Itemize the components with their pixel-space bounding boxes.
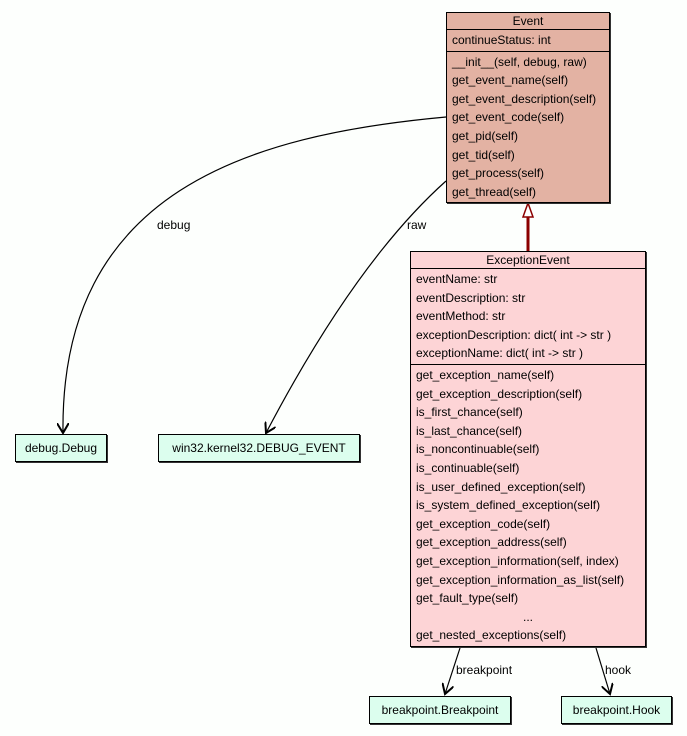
attribute-row: eventDescription: str bbox=[416, 290, 526, 305]
class-debug-event[interactable]: win32.kernel32.DEBUG_EVENT bbox=[158, 434, 360, 462]
method-row: is_noncontinuable(self) bbox=[416, 442, 540, 457]
class-event-attributes: continueStatus: int bbox=[447, 30, 609, 52]
method-row: __init__(self, debug, raw) bbox=[452, 54, 587, 69]
class-exception-event-methods: get_exception_name(self) get_exception_de… bbox=[411, 365, 645, 646]
method-row: get_exception_information(self, index) bbox=[416, 553, 619, 568]
method-row: get_exception_name(self) bbox=[416, 367, 555, 382]
method-row: get_event_code(self) bbox=[452, 110, 565, 125]
method-row: get_process(self) bbox=[452, 166, 545, 181]
attribute-row: exceptionDescription: dict( int -> str ) bbox=[416, 327, 612, 342]
edge-breakpoint bbox=[445, 647, 461, 694]
class-exception-event[interactable]: ExceptionEvent eventName: str eventDescri… bbox=[410, 251, 646, 647]
edge-hook bbox=[595, 647, 610, 694]
method-row: is_user_defined_exception(self) bbox=[416, 479, 586, 494]
class-debug-debug[interactable]: debug.Debug bbox=[15, 434, 107, 462]
method-row: is_system_defined_exception(self) bbox=[416, 498, 601, 513]
method-row: get_exception_information_as_list(self) bbox=[416, 572, 625, 587]
edge-raw bbox=[266, 180, 447, 433]
inheritance-arrowhead-icon bbox=[521, 200, 535, 218]
edge-label-raw: raw bbox=[407, 218, 427, 232]
method-row: is_first_chance(self) bbox=[416, 405, 523, 420]
method-row: get_tid(self) bbox=[452, 147, 515, 162]
class-hook[interactable]: breakpoint.Hook bbox=[561, 696, 672, 724]
method-row: get_exception_code(self) bbox=[416, 516, 551, 531]
attribute-row: eventName: str bbox=[416, 272, 498, 286]
method-row: is_continuable(self) bbox=[416, 460, 520, 475]
edge-label-debug: debug bbox=[157, 218, 191, 232]
method-row: is_last_chance(self) bbox=[416, 423, 523, 438]
method-row: get_fault_type(self) bbox=[416, 591, 519, 606]
class-event[interactable]: Event continueStatus: int __init__(self,… bbox=[446, 12, 610, 204]
method-row: get_exception_address(self) bbox=[416, 535, 567, 550]
method-row: get_thread(self) bbox=[452, 184, 537, 199]
method-row: get_nested_exceptions(self) bbox=[416, 628, 567, 643]
class-event-methods: __init__(self, debug, raw) get_event_name… bbox=[447, 52, 609, 203]
class-exception-event-title: ExceptionEvent bbox=[411, 252, 645, 269]
attribute-row: exceptionName: dict( int -> str ) bbox=[416, 346, 584, 361]
edge-label-breakpoint: breakpoint bbox=[456, 663, 513, 677]
method-row: get_exception_description(self) bbox=[416, 386, 583, 401]
edge-label-hook: hook bbox=[605, 663, 632, 677]
class-exception-event-attributes: eventName: str eventDescription: str event… bbox=[411, 269, 645, 365]
class-breakpoint[interactable]: breakpoint.Breakpoint bbox=[369, 696, 511, 724]
class-event-title: Event bbox=[447, 13, 609, 30]
attribute-row: eventMethod: str bbox=[416, 309, 506, 324]
method-row: get_event_name(self) bbox=[452, 73, 569, 88]
method-row: get_event_description(self) bbox=[452, 91, 597, 106]
attribute-row: continueStatus: int bbox=[452, 33, 551, 47]
method-row: get_pid(self) bbox=[452, 128, 519, 143]
edge-debug bbox=[63, 116, 447, 433]
method-row: ... bbox=[522, 609, 533, 624]
